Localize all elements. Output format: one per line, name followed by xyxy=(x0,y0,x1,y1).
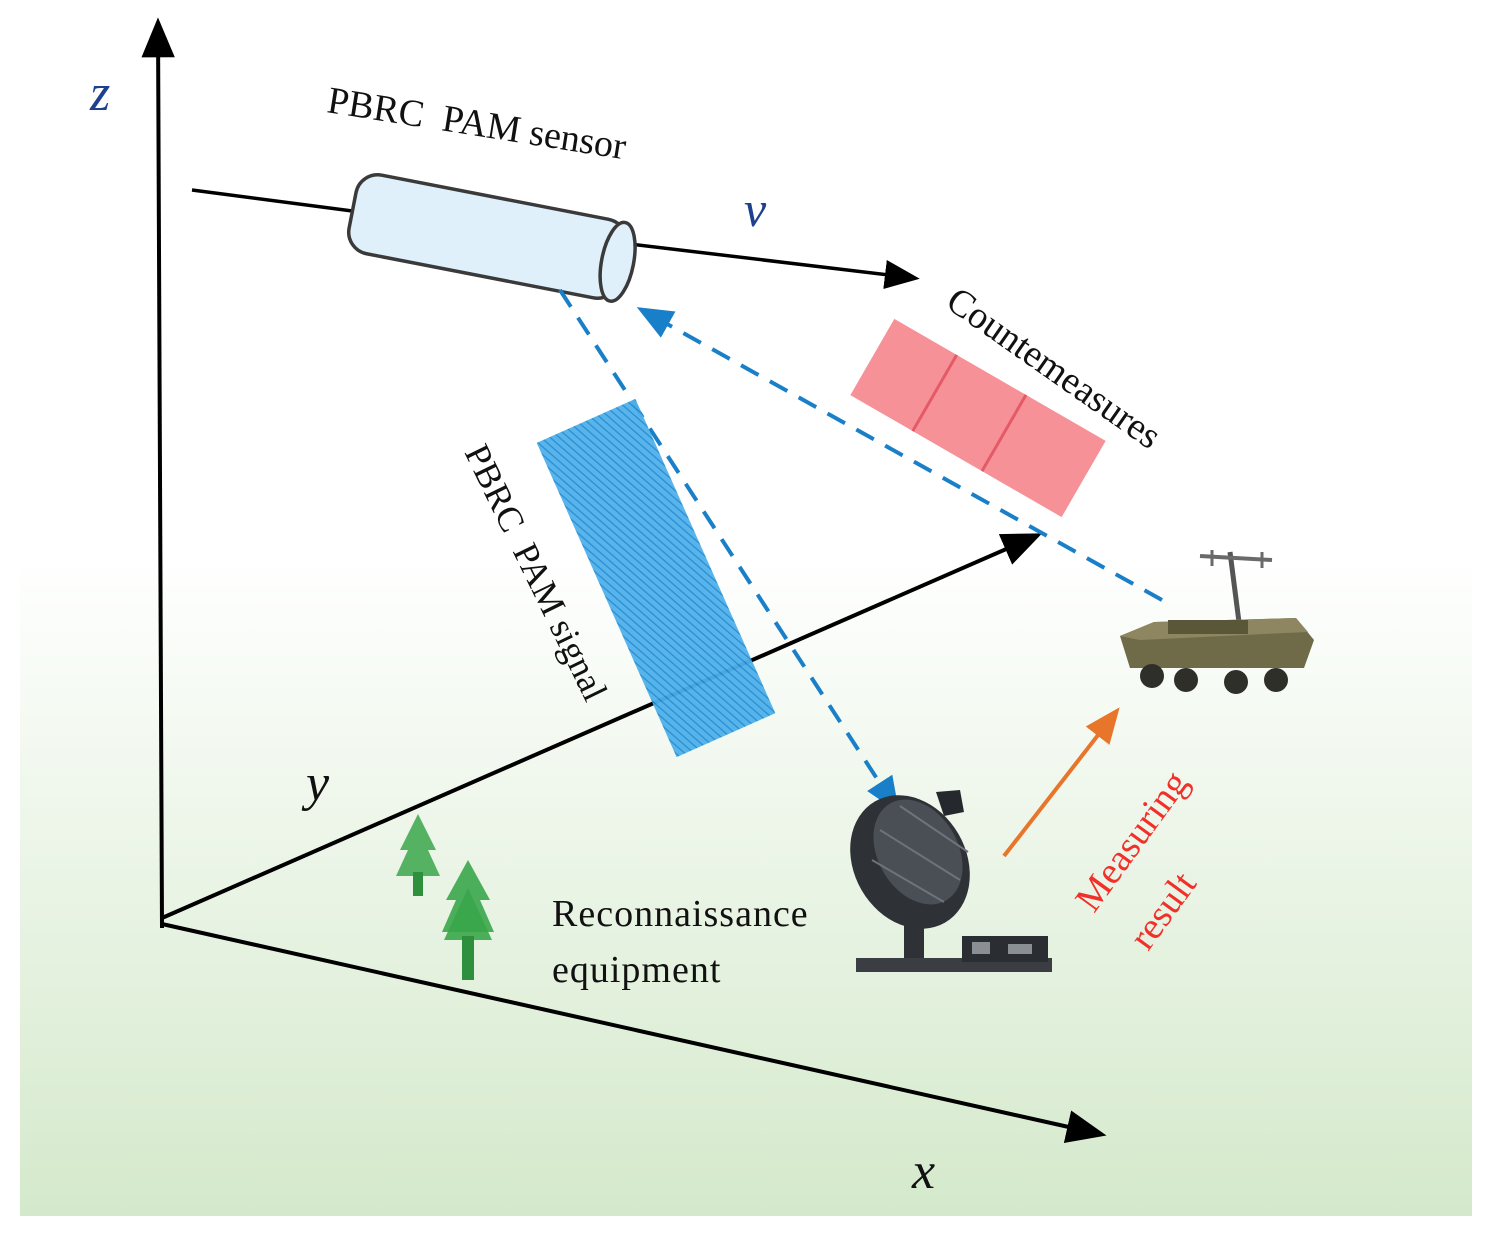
tree-icon xyxy=(396,814,440,896)
velocity-label: v xyxy=(744,181,767,237)
countermeasure-path-up xyxy=(636,307,1163,602)
sensor-cylinder xyxy=(346,173,637,303)
z-axis-label: z xyxy=(89,65,110,122)
reconnaissance-dish-image xyxy=(850,790,1052,972)
y-axis-label: y xyxy=(301,755,330,812)
measuring-result-arrow xyxy=(1002,707,1120,858)
reconnaissance-label-line2: equipment xyxy=(552,949,721,991)
radar-vehicle-image xyxy=(1120,550,1314,694)
z-axis xyxy=(141,17,175,929)
velocity-arrow xyxy=(629,242,920,290)
sensor-track-line xyxy=(191,188,361,214)
y-axis xyxy=(161,533,1043,920)
pam-signal-block xyxy=(536,398,776,758)
x-axis xyxy=(161,922,1107,1143)
countermeasures-block xyxy=(850,318,1106,518)
reconnaissance-label-line1: Reconnaissance xyxy=(552,893,809,935)
tree-icon xyxy=(442,860,494,980)
signal-path-down xyxy=(558,288,900,814)
background xyxy=(20,18,1472,1216)
x-axis-label: x xyxy=(911,1143,935,1200)
